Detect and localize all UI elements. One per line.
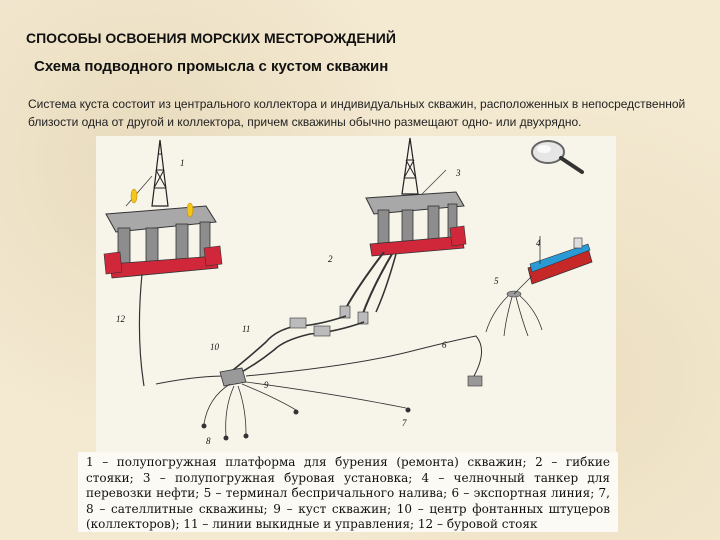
label-9: 9 — [264, 380, 269, 390]
label-6: 6 — [442, 340, 447, 350]
label-4: 4 — [536, 238, 541, 248]
label-10: 10 — [210, 342, 220, 352]
semi-submersible-platform-left: 1 — [103, 139, 223, 279]
flowlines-and-control-lines: 11 — [155, 315, 365, 385]
label-8: 8 — [206, 436, 211, 446]
label-2: 2 — [328, 254, 333, 264]
export-line: 6 — [245, 335, 483, 387]
label-1: 1 — [180, 158, 185, 168]
label-5: 5 — [494, 276, 499, 286]
flexible-risers: 2 — [328, 251, 397, 325]
label-7: 7 — [402, 418, 407, 428]
page-title: СПОСОБЫ ОСВОЕНИЯ МОРСКИХ МЕСТОРОЖДЕНИЙ — [26, 30, 396, 46]
label-11: 11 — [242, 324, 250, 334]
well-cluster: 9 8 7 — [201, 380, 411, 446]
description-text: Система куста состоит из центрального ко… — [28, 97, 686, 129]
legend-caption: 1 – полупогружная платформа для бурения … — [78, 452, 618, 532]
offshore-loading-terminal: 5 — [485, 275, 543, 337]
semi-submersible-drilling-rig: 3 — [365, 137, 467, 257]
magnifier-icon[interactable] — [528, 138, 588, 176]
label-3: 3 — [455, 168, 461, 178]
drilling-riser: 12 — [116, 273, 145, 387]
shuttle-tanker: 4 — [527, 236, 593, 285]
page-subtitle: Схема подводного промысла с кустом скваж… — [34, 58, 389, 75]
label-12: 12 — [116, 314, 126, 324]
